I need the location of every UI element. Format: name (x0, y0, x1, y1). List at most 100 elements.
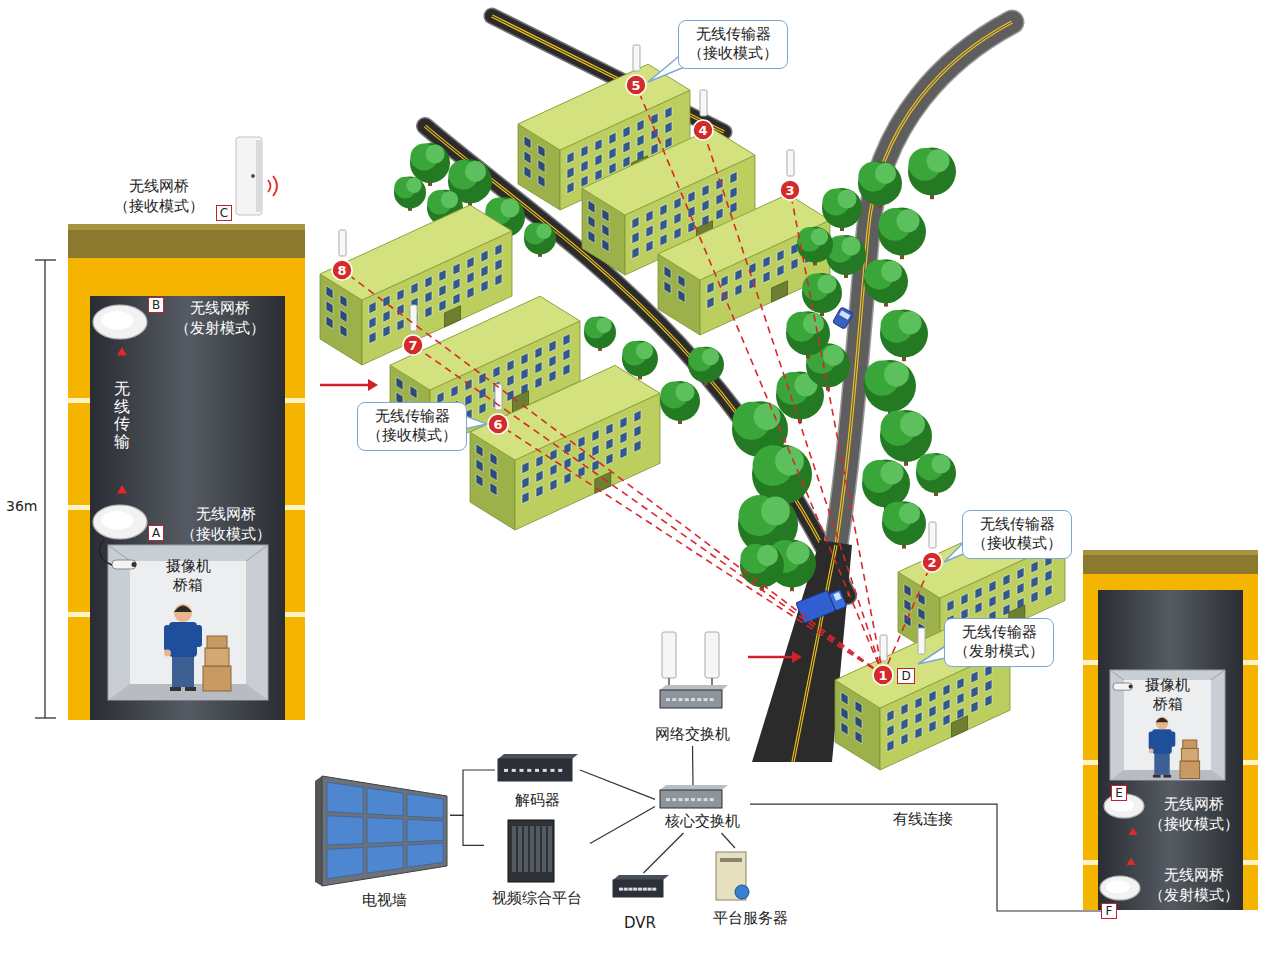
node-text: 2 (927, 556, 936, 569)
window (507, 374, 514, 386)
car (832, 307, 853, 330)
dish-antenna (93, 305, 147, 339)
window (425, 291, 432, 303)
camera (112, 560, 136, 569)
number-circle-fill (403, 335, 423, 355)
tree (881, 261, 902, 282)
person-hand (164, 650, 171, 657)
building-door (445, 306, 461, 327)
cable (450, 815, 484, 845)
window (425, 306, 432, 318)
tree (822, 188, 862, 228)
floor-mark (68, 398, 90, 403)
device-port (666, 798, 670, 801)
device-port (685, 798, 689, 801)
window (369, 317, 376, 329)
device-port (691, 698, 695, 701)
device-top (613, 875, 669, 880)
device-port (710, 698, 714, 701)
platform-slot (530, 826, 534, 872)
window (524, 151, 531, 164)
tree (858, 161, 902, 205)
window (749, 277, 756, 289)
window (707, 282, 714, 294)
signal-arrow (117, 485, 127, 494)
annotation-label: 无线网桥 （发射模式） (170, 299, 270, 338)
window (602, 209, 609, 222)
building-roof (470, 365, 660, 460)
node-text: D (901, 670, 910, 682)
radio-link (352, 277, 874, 668)
callout-box: 无线传输器 （接收模式） (962, 510, 1072, 559)
device-port (685, 698, 689, 701)
tree (802, 273, 842, 313)
tree (536, 224, 551, 239)
window (1017, 582, 1024, 594)
window (563, 364, 570, 376)
person-hair (174, 606, 192, 613)
letter-tag: F (1101, 903, 1117, 919)
window (588, 230, 595, 243)
dish-highlight (101, 311, 133, 330)
window (479, 387, 486, 399)
window (716, 193, 723, 205)
window (397, 319, 404, 331)
tree (898, 311, 921, 334)
window (651, 143, 658, 155)
number-circle-fill (780, 180, 800, 200)
server-globe (735, 885, 749, 899)
window (918, 607, 925, 620)
window (665, 122, 672, 134)
tree (908, 148, 956, 196)
window (538, 174, 545, 187)
tree (882, 501, 926, 545)
dvr: DVR (605, 873, 675, 935)
window (549, 355, 556, 367)
window (1045, 570, 1052, 582)
window (989, 595, 996, 607)
node-text: 解码器 (515, 791, 560, 809)
number-circle-fill (488, 414, 508, 434)
floor-mark (68, 505, 90, 510)
person-shirt (169, 622, 197, 657)
window (730, 172, 737, 184)
window (340, 294, 347, 307)
truck-window (833, 592, 841, 601)
building-door (952, 716, 968, 737)
tree (622, 341, 658, 377)
parcel (207, 636, 227, 648)
node-text: 5 (631, 79, 640, 92)
screen (367, 845, 403, 873)
person-hand (1149, 749, 1154, 754)
callout-number: 8 (331, 259, 353, 281)
window (481, 250, 488, 262)
window (606, 438, 613, 450)
window (975, 602, 982, 614)
floor-mark (285, 612, 305, 617)
window (592, 444, 599, 456)
car-window (839, 310, 850, 319)
window (383, 325, 390, 337)
tree (740, 543, 784, 587)
window (369, 332, 376, 344)
window (549, 370, 556, 382)
window (763, 256, 770, 268)
annotation-label: 36m (6, 497, 37, 515)
dish-antenna (1100, 876, 1140, 900)
window (989, 580, 996, 592)
elevator-car: 摄像机 桥箱 (108, 545, 268, 700)
device-port (527, 769, 531, 772)
device-port (691, 798, 695, 801)
number-circle-fill (332, 260, 352, 280)
window (493, 366, 500, 378)
tree (823, 345, 844, 366)
annotation-label: 无线网桥 （接收模式） (106, 177, 212, 216)
window (592, 459, 599, 471)
decoder: 解码器 (495, 752, 580, 812)
window (535, 347, 542, 359)
node-text: 6 (493, 418, 502, 431)
window (524, 166, 531, 179)
floor-mark (1243, 860, 1258, 865)
window (1045, 585, 1052, 597)
